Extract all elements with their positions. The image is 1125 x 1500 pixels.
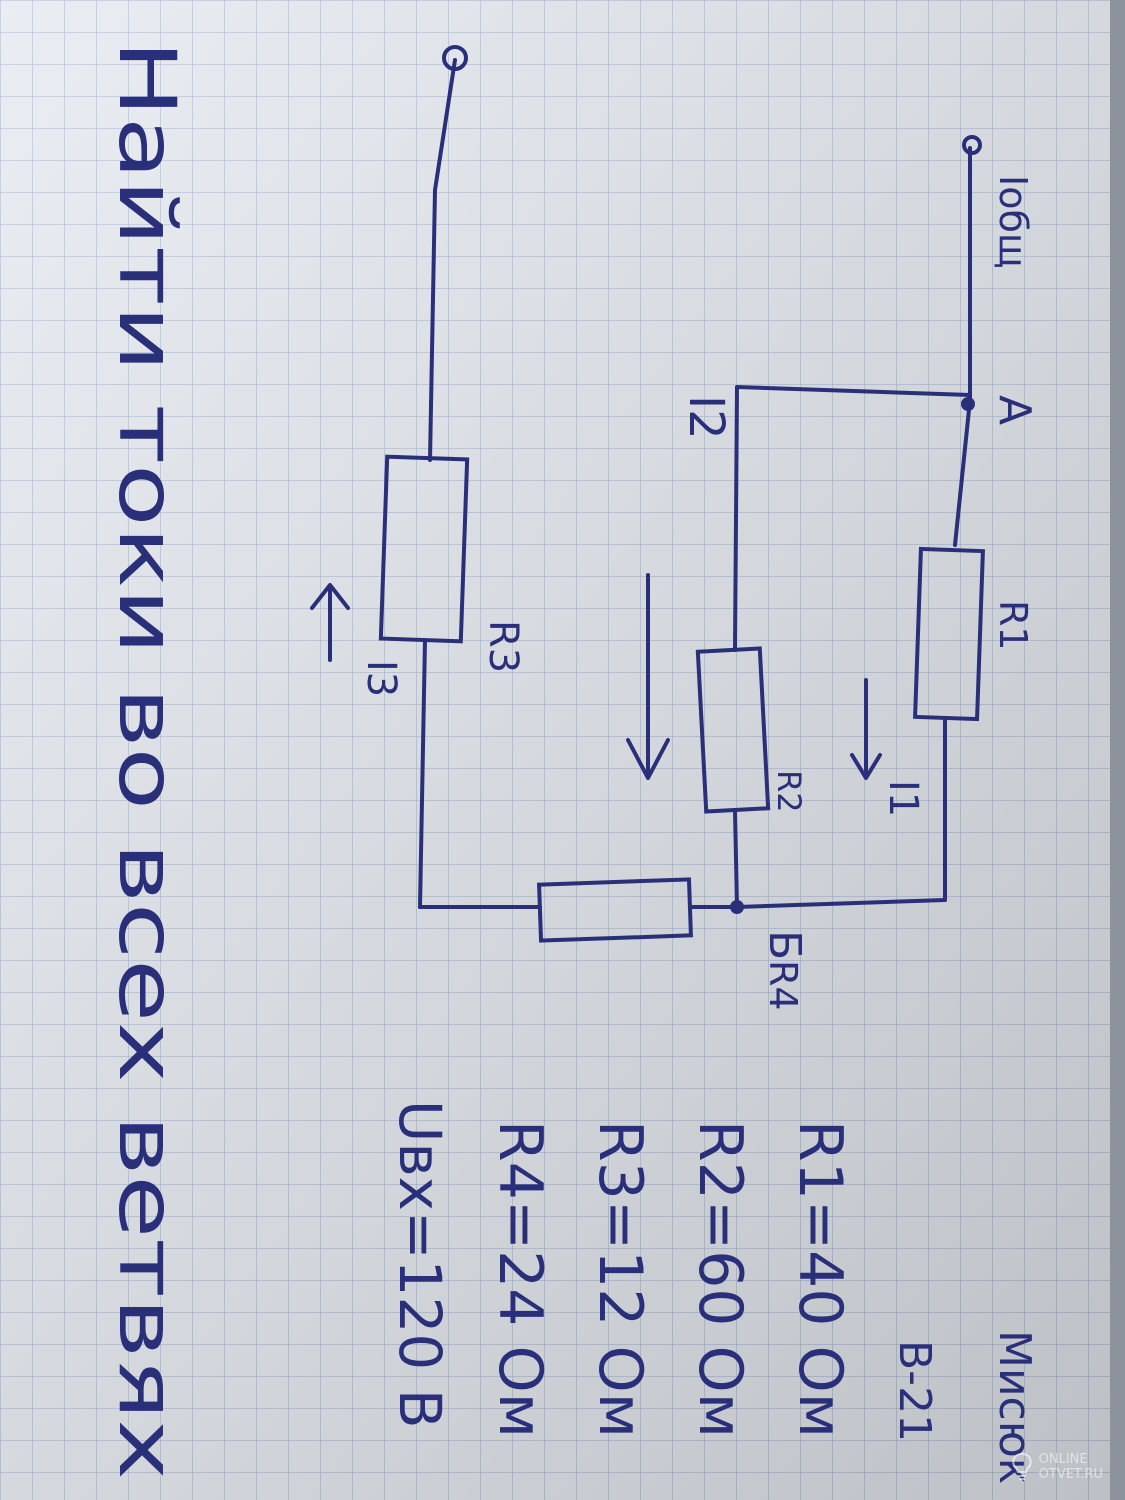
notes: Мисюк В-21 R1=40 Ом R2=60 Ом R3=12 Ом R4… [101,40,1040,1484]
input-terminal-bottom [442,45,468,71]
nodes [730,397,975,914]
given-r4: R4=24 Ом [485,1120,555,1438]
paper-edge [1110,0,1125,1500]
resistors [378,454,985,943]
label-i2: I2 [678,395,734,440]
label-i3: I3 [358,660,404,697]
watermark-line2: OTVET.RU [1038,1467,1103,1482]
node-a-dot [961,397,975,411]
label-r3: R3 [480,620,526,673]
arrow-i3 [310,583,350,662]
task-text: Найти токи во всех ветвях [101,40,191,1480]
resistor-r1 [913,546,985,722]
resistor-r4 [536,877,694,943]
given-r1: R1=40 Ом [785,1120,855,1438]
label-r4: R4 [761,960,805,1011]
label-r1: R1 [991,600,1035,651]
input-terminal-top [962,135,982,155]
lightbulb-icon [1011,1452,1032,1480]
given-r3: R3=12 Ом [585,1120,655,1438]
circuit-wires [418,58,972,909]
watermark: ONLINE OTVET.RU [1011,1452,1103,1482]
label-r2: R2 [770,770,808,813]
circuit-labels: Iобщ A Б R1 R2 R3 R4 I1 I2 I3 [358,175,1040,1011]
label-i1: I1 [880,780,926,817]
current-arrows [310,573,882,780]
resistor-r2 [695,646,771,814]
note-variant: В-21 [889,1340,940,1442]
arrow-i1 [850,678,882,780]
arrow-i2 [626,573,670,780]
given-uin: Uвх=120 В [386,1100,454,1429]
given-r2: R2=60 Ом [685,1120,755,1438]
watermark-line1: ONLINE [1038,1452,1088,1467]
label-node-a: A [989,395,1040,425]
terminals [442,45,982,155]
label-node-b: Б [759,930,810,960]
label-i-total: Iобщ [991,175,1035,269]
node-b-dot [730,900,744,914]
resistor-r3 [378,454,470,644]
